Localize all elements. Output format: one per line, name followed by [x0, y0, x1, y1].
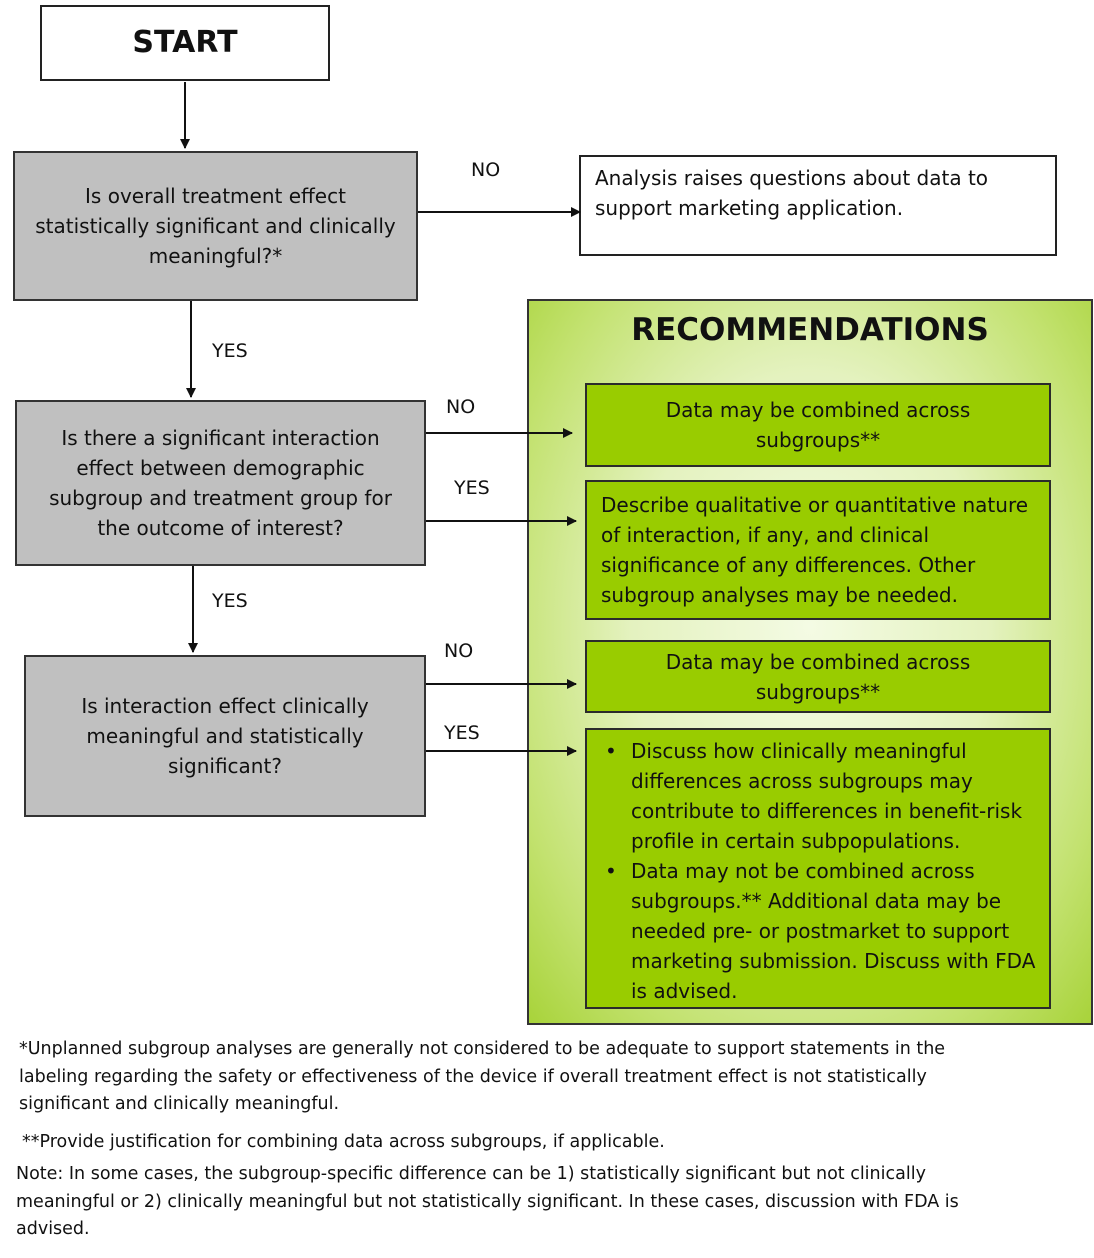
edge-label-q2-yes-down: YES [212, 590, 248, 612]
edge-label-q2-yes-right: YES [454, 477, 490, 499]
start-label: START [132, 25, 238, 60]
recommendation-text: Data may be combined across subgroups** [665, 649, 971, 704]
recommendation-bullet: Data may not be combined across subgroup… [603, 856, 1037, 1006]
recommendation-bullets: Discuss how clinically meaningful differ… [603, 736, 1037, 1006]
start-box: START [40, 5, 330, 81]
recommendation-combine-1: Data may be combined across subgroups** [585, 383, 1051, 467]
edge-label-q3-yes: YES [444, 722, 480, 744]
recommendations-title: RECOMMENDATIONS [631, 312, 989, 348]
decision-box-overall-effect: Is overall treatment effect statisticall… [13, 151, 418, 301]
recommendation-text: Data may be combined across subgroups** [665, 398, 971, 452]
decision-text: Is there a significant interaction effec… [49, 426, 392, 540]
recommendation-describe: Describe qualitative or quantitative nat… [585, 480, 1051, 620]
recommendation-text: Describe qualitative or quantitative nat… [601, 493, 1029, 607]
decision-box-interaction: Is there a significant interaction effec… [15, 400, 426, 566]
edge-label-q1-no: NO [471, 159, 501, 181]
footnote-note: Note: In some cases, the subgroup-specif… [16, 1164, 959, 1239]
decision-text: Is overall treatment effect statisticall… [35, 184, 396, 268]
decision-box-clinical-meaning: Is interaction effect clinically meaning… [24, 655, 426, 817]
edge-label-q3-no: NO [444, 640, 474, 662]
recommendation-combine-2: Data may be combined across subgroups** [585, 640, 1051, 713]
recommendation-bullet: Discuss how clinically meaningful differ… [603, 736, 1037, 856]
footnote-double-star: **Provide justification for combining da… [22, 1132, 665, 1152]
outcome-box: Analysis raises questions about data to … [579, 155, 1057, 256]
edge-label-q1-yes: YES [212, 340, 248, 362]
decision-text: Is interaction effect clinically meaning… [81, 694, 369, 778]
edge-label-q2-no: NO [446, 396, 476, 418]
outcome-text: Analysis raises questions about data to … [595, 166, 989, 220]
footnote-single-star: *Unplanned subgroup analyses are general… [19, 1039, 946, 1114]
recommendation-discuss: Discuss how clinically meaningful differ… [585, 728, 1051, 1009]
